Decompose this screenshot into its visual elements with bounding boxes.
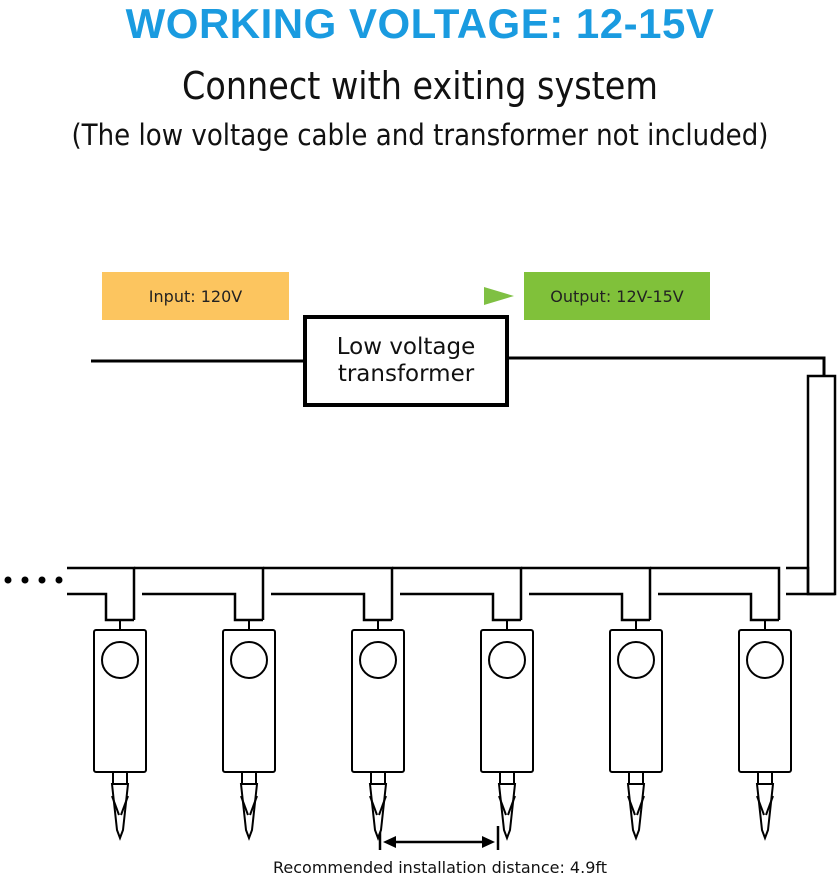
page-subtitle: Connect with exiting system [182,64,658,108]
cable-junction [650,566,781,622]
transformer-line2: transformer [337,361,475,387]
input-box-bg [102,272,289,320]
continuation-dots [4,576,63,584]
transformer-box: Low voltage transformer [303,315,509,407]
cable-junction [521,566,652,622]
voltage-arrow [296,287,514,305]
page-note: (The low voltage cable and transformer n… [71,118,769,152]
installation-distance-caption: Recommended installation distance: 4.9ft [273,858,607,877]
garden-light [738,620,792,841]
distance-arrow [378,826,500,850]
output-box-bg [524,272,710,320]
garden-light [93,620,147,841]
riser-cable [786,374,837,596]
page-title: WORKING VOLTAGE: 12-15V [125,0,715,47]
cable-junction [67,566,136,622]
garden-light [351,620,405,841]
lights-layer [67,566,792,841]
supply-cable [91,356,826,376]
garden-light [609,620,663,841]
output-label: Output: 12V-15V [550,286,684,306]
input-label: Input: 120V [148,286,243,306]
garden-light [222,620,276,841]
cable-junction [392,566,523,622]
transformer-line1: Low voltage [336,334,476,360]
garden-light [480,620,534,841]
cable-junction [263,566,394,622]
cable-junction [134,566,265,622]
